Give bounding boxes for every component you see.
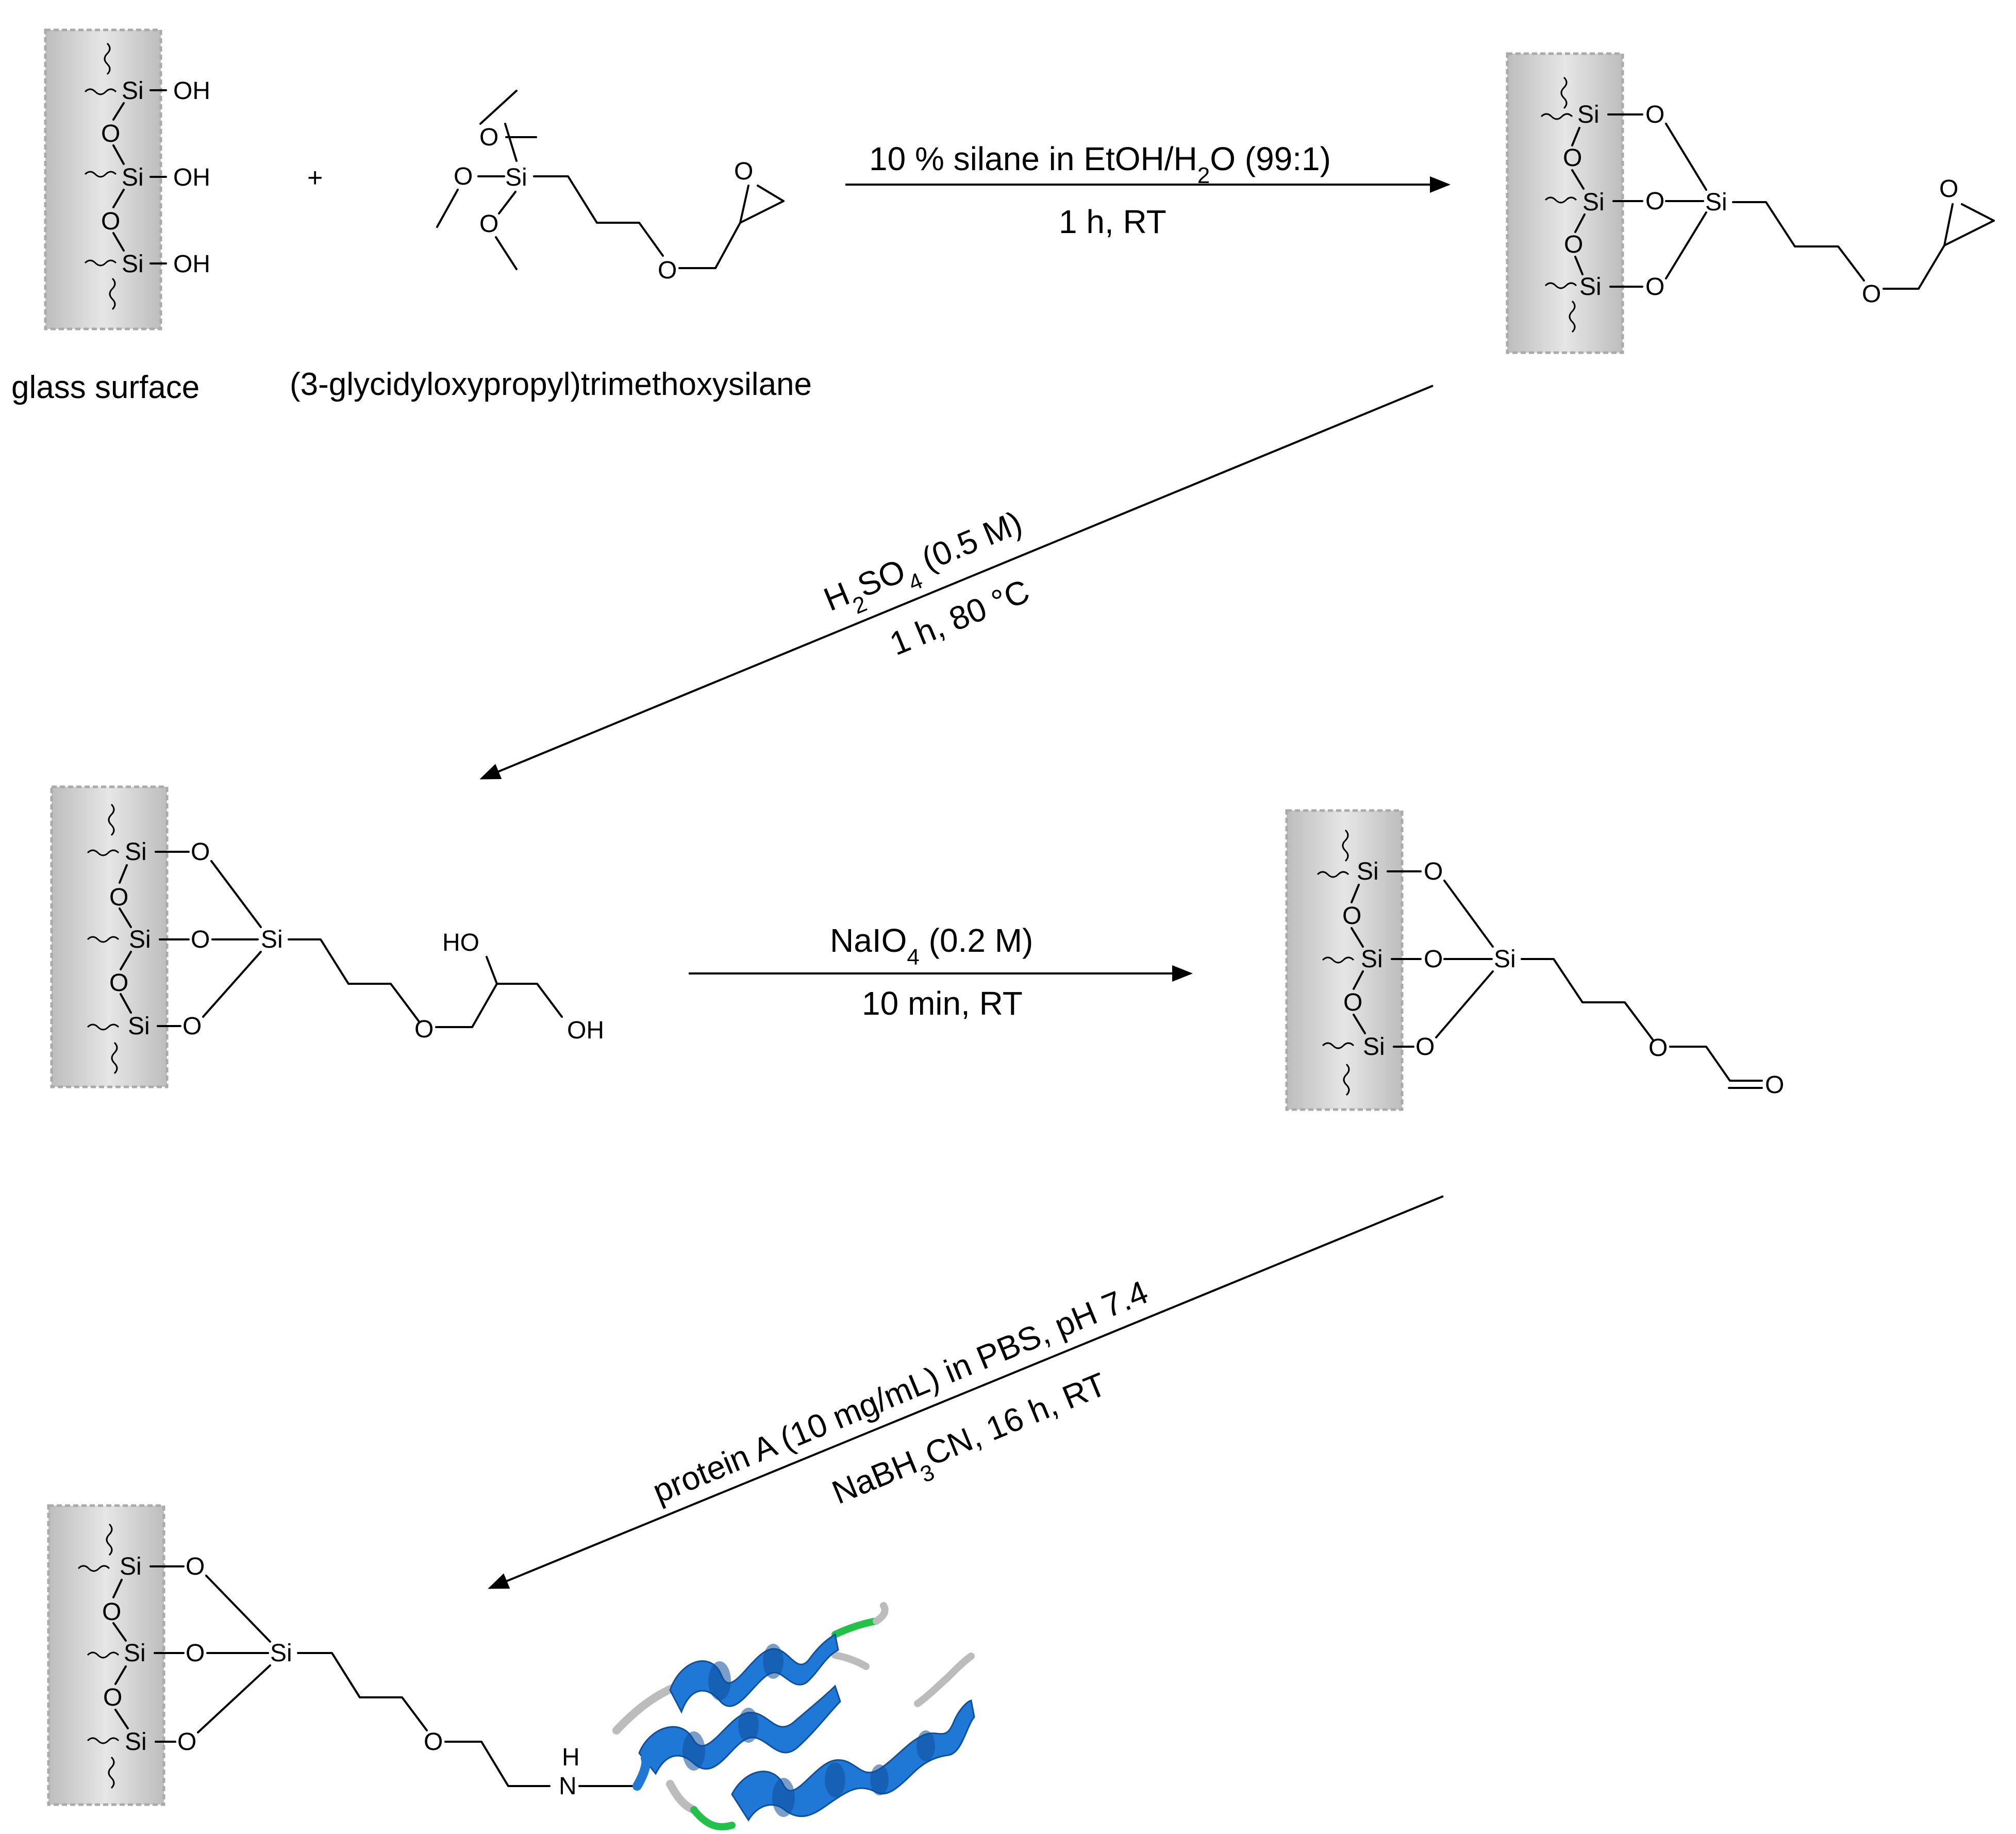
reaction-arrow-icon [488, 1195, 1444, 1589]
atom-o: O [1862, 280, 1881, 308]
atom-si: Si [1582, 189, 1605, 216]
glass-surface-icon [47, 1504, 165, 1806]
atom-o: O [1645, 188, 1664, 215]
atom-si: Si [1363, 1033, 1385, 1061]
glass-surface-start: Si O Si O Si OH OH OH [44, 28, 210, 331]
atom-ho: HO [442, 929, 479, 956]
surface-wavy-line [84, 88, 117, 95]
atom-o: O [1645, 101, 1664, 128]
atom-o: O [414, 1016, 434, 1043]
atom-o: O [177, 1728, 196, 1756]
step1-conditions: 1 h, RT [1059, 203, 1167, 240]
atom-si: Si [124, 1640, 146, 1667]
atom-si: Si [122, 77, 144, 105]
atom-o: O [102, 1598, 121, 1626]
atom-o: O [424, 1728, 443, 1756]
atom-si: Si [125, 838, 147, 866]
atom-o: O [734, 158, 753, 185]
atom-si: Si [129, 926, 151, 953]
step3-conditions: 10 min, RT [862, 985, 1023, 1022]
atom-o: O [186, 1553, 205, 1580]
glass-surface-caption: glass surface [11, 370, 199, 405]
atom-o: O [1424, 946, 1443, 973]
atom-si: Si [122, 251, 144, 278]
aldehyde-surface: Si O Si O Si O O O Si O O [1285, 809, 1784, 1111]
atom-si: Si [1577, 101, 1600, 128]
atom-oh: OH [173, 251, 210, 278]
surface-wavy-line [84, 171, 117, 178]
reaction-step-4: protein A (10 mg/mL) in PBS, pH 7.4 NaBH… [488, 1195, 1444, 1589]
atom-o: O [101, 120, 120, 147]
atom-si: Si [122, 164, 144, 191]
epoxide-ring-icon: O [734, 158, 785, 224]
diol-surface: Si O Si O Si O O O Si O HO OH [50, 785, 604, 1088]
atom-o: O [1564, 231, 1583, 258]
protein-ribbon-icon [612, 1602, 975, 1830]
atom-o: O [191, 838, 210, 866]
plus-sign: + [307, 163, 323, 193]
atom-n: N [559, 1773, 577, 1800]
glass-surface-icon [50, 785, 169, 1088]
atom-si: Si [261, 926, 283, 953]
atom-o: O [479, 210, 498, 238]
atom-o: O [1645, 273, 1664, 301]
reaction-step-3: NaIO4 (0.2 M) 10 min, RT [689, 922, 1193, 1022]
atom-o: O [1939, 175, 1958, 203]
step3-reagent: NaIO4 (0.2 M) [830, 922, 1033, 970]
atom-o: O [1648, 1034, 1668, 1062]
silane-molecule: O O Si O O O [436, 90, 785, 284]
surface-wavy-line [104, 42, 111, 75]
epoxide-ring-icon: O [1939, 175, 1995, 246]
atom-o: O [103, 1684, 122, 1711]
atom-o: O [1563, 144, 1582, 172]
atom-si: Si [120, 1553, 142, 1580]
atom-si: Si [1494, 946, 1516, 973]
reaction-arrow-icon [479, 385, 1434, 780]
silane-caption: (3-glycidyloxypropyl)trimethoxysilane [290, 367, 812, 402]
atom-si: Si [505, 164, 527, 191]
glass-surface-icon [1506, 52, 1624, 354]
atom-o: O [186, 1640, 205, 1667]
atom-o: O [101, 208, 120, 235]
protein-surface: Si O Si O Si O O O Si O H N [47, 1504, 975, 1830]
surface-wavy-line [109, 277, 116, 310]
atom-o: O [479, 124, 498, 151]
atom-si: Si [1357, 858, 1379, 885]
atom-si: Si [1579, 273, 1602, 301]
glass-surface-icon [44, 28, 162, 331]
atom-o: O [109, 884, 128, 911]
atom-o: O [191, 926, 210, 953]
atom-o: O [454, 163, 473, 190]
atom-si: Si [125, 1728, 147, 1756]
surface-wavy-line [84, 259, 117, 267]
atom-si: Si [1705, 189, 1727, 216]
atom-o: O [109, 969, 128, 997]
atom-si: Si [1361, 946, 1383, 973]
atom-o: O [1765, 1071, 1784, 1099]
reaction-step-2: H2SO4 (0.5 M) 1 h, 80 °C [479, 385, 1434, 780]
atom-o: O [1342, 902, 1361, 930]
atom-si: Si [128, 1013, 150, 1040]
atom-oh: OH [567, 1017, 604, 1044]
reaction-step-1: 10 % silane in EtOH/H2O (99:1) 1 h, RT [845, 140, 1451, 240]
atom-o: O [182, 1013, 202, 1040]
atom-o: O [1415, 1033, 1435, 1061]
atom-oh: OH [173, 77, 210, 105]
atom-h: H [562, 1744, 580, 1771]
step1-reagent: 10 % silane in EtOH/H2O (99:1) [869, 140, 1331, 188]
epoxy-surface: Si O Si O Si O O O Si O O [1506, 52, 1995, 354]
atom-si: Si [270, 1640, 292, 1667]
atom-o: O [1424, 858, 1443, 885]
atom-o: O [1343, 989, 1362, 1016]
atom-o: O [658, 257, 677, 284]
atom-oh: OH [173, 164, 210, 191]
